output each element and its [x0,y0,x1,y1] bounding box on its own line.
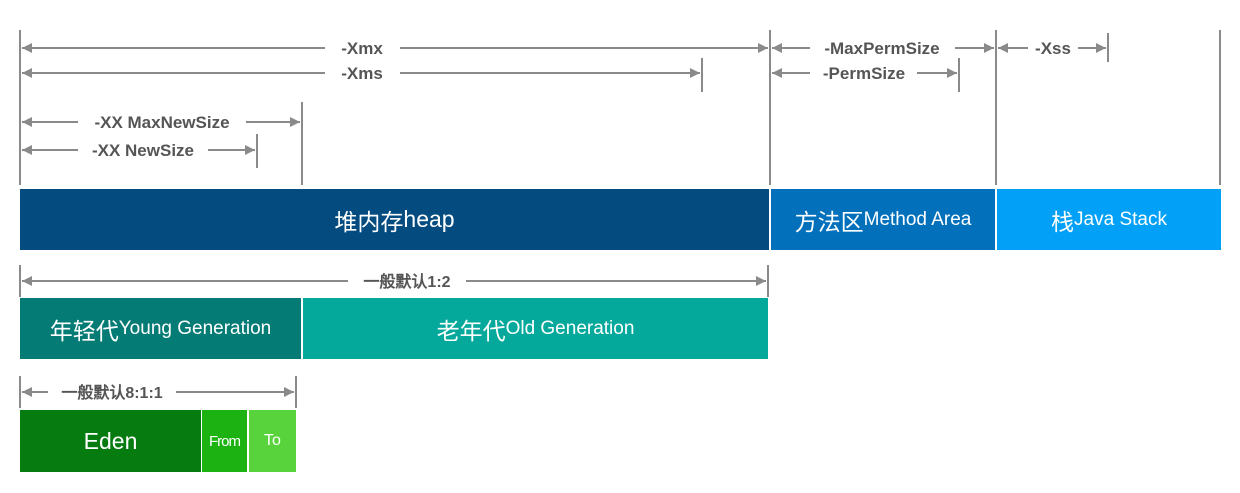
perm-size-label: -PermSize [823,64,905,83]
eden-block: Eden [20,410,201,472]
young-generation-label-zh: 年轻代 [49,317,119,344]
ratio-eden-survivor-label: 一般默认8:1:1 [61,383,162,402]
to-survivor-block: To [249,410,296,472]
ratio-young-old-label: 一般默认1:2 [363,272,450,291]
young-generation-label-en: Young Generation [118,317,272,339]
max-perm-size-label: -MaxPermSize [824,39,939,58]
from-label: From [209,432,241,450]
stack-label-en: Java Stack [1074,208,1167,230]
boundary-lines [19,30,1221,408]
max-new-size-label: -XX MaxNewSize [94,113,229,132]
heap-label-zh: 堆内存 [334,208,404,235]
heap-label-en: heap [403,206,455,232]
stack-label-zh: 栈 [1051,208,1075,235]
to-label: To [264,432,281,449]
new-size-label: -XX NewSize [92,141,194,160]
from-survivor-block: From [202,410,247,472]
xmx-label: -Xmx [341,39,383,58]
xms-label: -Xms [341,64,383,83]
method-area-label-en: Method Area [863,208,972,230]
xss-label: -Xss [1035,39,1071,58]
method-area-label-zh: 方法区 [794,208,864,235]
old-generation-label-en: Old Generation [505,317,635,339]
eden-label: Eden [83,427,138,454]
old-generation-label-zh: 老年代 [436,317,506,344]
